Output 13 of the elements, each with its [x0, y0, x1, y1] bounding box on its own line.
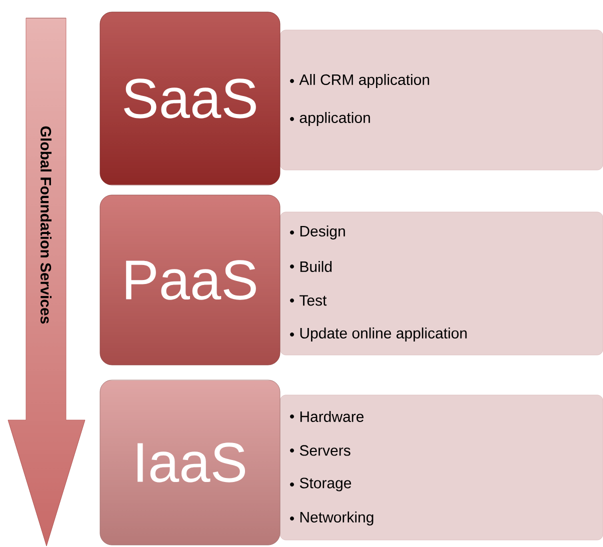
list-item: Update online application — [290, 328, 467, 342]
tier-box: IaaS — [100, 380, 280, 546]
list-item: Design — [290, 226, 345, 240]
list-item: Build — [290, 261, 332, 272]
tier-box: PaaS — [100, 194, 280, 366]
tier-box: SaaS — [100, 12, 280, 186]
list-item: Hardware — [290, 411, 364, 422]
list-item: Servers — [290, 445, 350, 456]
list-item: All CRM application — [290, 74, 430, 88]
list-item: Test — [290, 295, 327, 306]
list-item: Networking — [290, 512, 374, 526]
list-item: application — [290, 112, 370, 126]
list-item: Storage — [290, 478, 352, 492]
